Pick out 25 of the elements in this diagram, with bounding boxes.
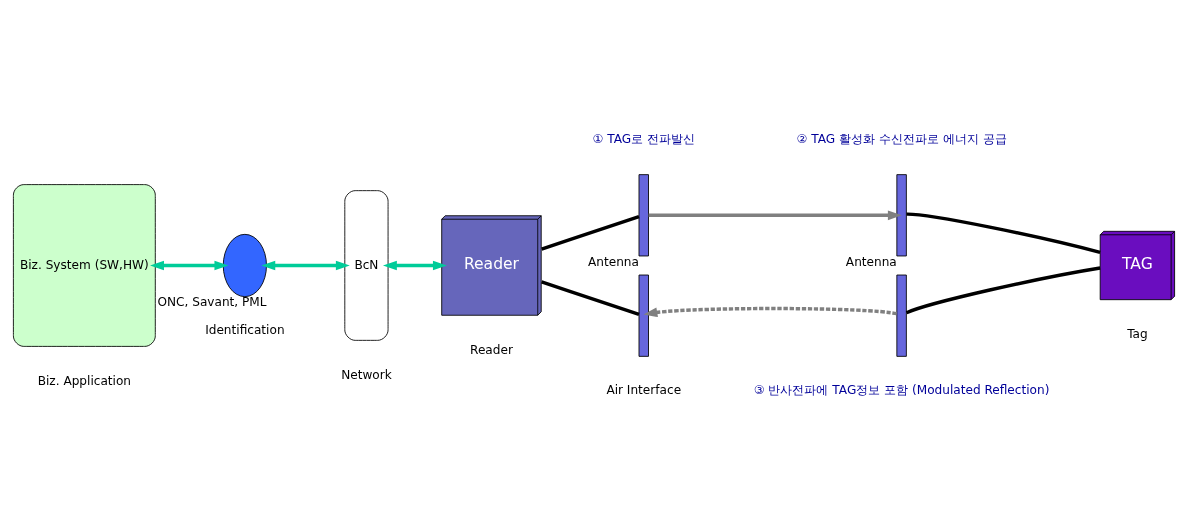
connector [905,266,1101,315]
arrow [261,260,350,271]
arrow [382,260,447,271]
node-bar [896,274,907,357]
label: Tag [1127,326,1148,341]
arrow [643,306,897,318]
connector [906,212,1101,255]
node-bar [638,274,649,357]
label: Identification [205,323,285,338]
label: Network [341,367,392,382]
node-label: Antenna [588,254,639,269]
node-label: ONC, Savant, PML [157,295,267,310]
node-label: Antenna [845,254,897,269]
arrow [150,260,229,271]
node-circle [222,233,267,298]
node-bar [638,174,649,257]
node-box: Biz. System (SW,HW) [12,184,156,347]
label: Biz. Application [37,373,132,388]
connector [541,280,640,317]
label: Reader [470,342,513,357]
node-bar [896,174,907,257]
label: Air Interface [606,383,682,398]
node-box: BcN [344,190,389,341]
connector [541,214,640,251]
arrow [648,210,902,221]
